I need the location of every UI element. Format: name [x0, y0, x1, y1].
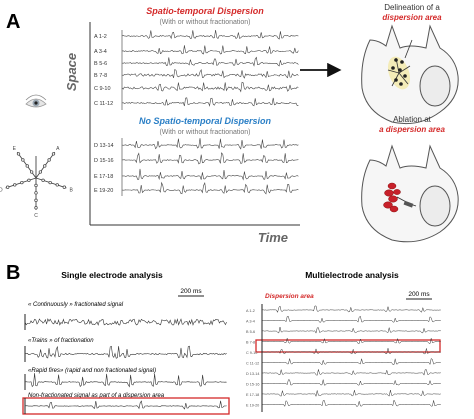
trace-a-0 [121, 29, 299, 40]
multielectrode-title: Multielectrode analysis [305, 270, 399, 280]
single-trace-label-1: « Continuously » fractionated signal [28, 302, 124, 308]
channel-label-a-1: A 3-4 [94, 49, 107, 55]
panel-b-traces: A 1-2 A 3-4 B 5-6 B 7-8 C 9-10 C 11-12 D 13-14… [24, 304, 441, 414]
single-dispersion-highlight-box [22, 397, 230, 415]
multi-channel-label-4: C 9-10 [246, 351, 257, 355]
catheter-letter-D: D [0, 187, 3, 193]
trace-a-4 [121, 81, 299, 93]
trace-d-3 [121, 181, 299, 195]
trace-a-3 [121, 68, 299, 79]
multi-trace-9 [261, 399, 441, 408]
trace-d-2 [121, 168, 299, 181]
panel-a-traces: A 1-2 A 3-4 B 5-6 B 7-8 C 9-10 C 11-12 D 13-14… [94, 29, 299, 196]
single-trace-0 [24, 318, 227, 326]
multi-trace-0 [261, 305, 441, 313]
catheter-letter-B: B [70, 187, 74, 193]
eye-icon [25, 94, 47, 108]
catheter-letter-A: A [56, 146, 60, 152]
no-dispersion-title: No Spatio-temporal Dispersion [139, 116, 272, 126]
multi-channel-label-6: D 13-14 [246, 372, 260, 376]
single-trace-1 [24, 345, 227, 359]
multi-trace-1 [261, 315, 441, 323]
channel-label-a-4: C 9-10 [94, 86, 111, 92]
panel-a-label: A [6, 11, 20, 33]
axis-x-label: Time [258, 230, 288, 245]
catheter-letter-E: E [13, 146, 17, 152]
single-trace-label-3: «Rapid fires» (rapid and non fractionate… [28, 368, 156, 374]
channel-label-a-3: B 7-8 [94, 73, 107, 79]
channel-label-a-0: A 1-2 [94, 34, 107, 40]
channel-label-d-1: D 15-16 [94, 158, 114, 164]
multi-channel-label-8: E 17-18 [246, 393, 259, 397]
channel-label-d-2: E 17-18 [94, 174, 113, 180]
trace-a-2 [121, 56, 299, 67]
single-trace-label-4: Non-fractionated signal as part of a dis… [28, 393, 165, 399]
multi-channel-label-0: A 1-2 [246, 309, 255, 313]
multi-trace-5 [262, 358, 441, 366]
channel-label-a-5: C 11-12 [94, 101, 113, 107]
trace-a-1 [121, 45, 299, 55]
multi-trace-6 [262, 369, 441, 376]
multi-channel-label-7: D 15-16 [246, 383, 260, 387]
pentaray-catheter-diagram: A B C D E [0, 146, 74, 219]
trace-d-1 [121, 152, 299, 165]
multi-channel-label-3: B 7-8 [246, 341, 255, 345]
heart-bottom-caption-line1: Ablation at [393, 115, 432, 124]
heart-top-caption-line1: Delineation of a [384, 3, 440, 12]
trace-a-5 [121, 97, 299, 107]
single-trace-3 [24, 400, 227, 410]
heart-bottom-caption-line2: a dispersion area [379, 125, 445, 134]
multi-channel-label-5: C 11-12 [246, 362, 259, 366]
single-trace-label-2: «Trains » of fractionation [28, 338, 94, 344]
channel-label-d-3: E 19-20 [94, 188, 113, 194]
single-trace-2 [24, 373, 227, 388]
channel-label-a-2: B 5-6 [94, 61, 107, 67]
scale-label-left: 200 ms [180, 288, 202, 295]
dispersion-area-label: Dispersion area [265, 293, 314, 300]
multi-channel-label-1: A 3-4 [246, 320, 255, 324]
dispersion-subtitle: (With or without fractionation) [159, 19, 250, 26]
heart-diagram-ablation [361, 144, 459, 243]
dispersion-title: Spatio-temporal Dispersion [146, 6, 264, 16]
panel-b-label: B [6, 262, 20, 284]
catheter-letter-C: C [34, 213, 38, 219]
multi-trace-4 [261, 347, 441, 355]
multi-trace-7 [261, 379, 441, 386]
multi-channel-label-9: E 19-20 [246, 404, 259, 408]
multi-trace-3 [261, 337, 441, 344]
no-dispersion-subtitle: (With or without fractionation) [159, 129, 250, 136]
heart-top-caption-line2: dispersion area [382, 13, 442, 22]
multi-trace-8 [261, 389, 441, 398]
single-electrode-title: Single electrode analysis [61, 270, 163, 280]
multi-channel-label-2: B 5-6 [246, 330, 255, 334]
scale-label-right: 200 ms [408, 291, 430, 298]
multi-trace-2 [261, 326, 441, 334]
channel-label-d-0: D 13-14 [94, 143, 114, 149]
heart-diagram-delineation [361, 24, 459, 125]
axis-y-label: Space [64, 53, 79, 91]
trace-d-0 [121, 138, 299, 150]
